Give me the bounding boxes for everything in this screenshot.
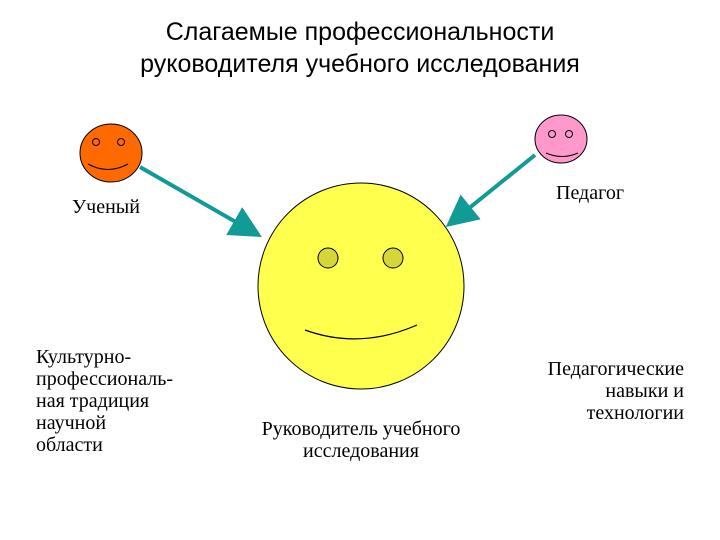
teacher-description-line: навыки и: [605, 380, 684, 402]
leader-label: Руководитель учебного исследования: [236, 418, 486, 462]
scientist-label: Ученый: [72, 196, 140, 218]
teacher-description-line: технологии: [586, 402, 684, 424]
leader-face-icon: [257, 182, 465, 390]
scientist-description-line: ная традиция: [36, 390, 150, 412]
scientist-description-line: области: [36, 434, 103, 456]
scientist-face-icon: [79, 123, 143, 183]
teacher-description: Педагогические навыки и технологии: [490, 358, 684, 424]
leader-label-line: Руководитель учебного: [261, 418, 461, 440]
scientist-description: Культурно- профессиональ- ная традиция н…: [36, 346, 173, 456]
scientist-description-line: Культурно-: [36, 346, 132, 368]
teacher-description-line: Педагогические: [547, 358, 684, 380]
page-title: Слагаемые профессиональности руководител…: [0, 16, 720, 80]
teacher-face-icon: [534, 114, 588, 164]
arrow-teacher-to-leader: [445, 153, 537, 228]
title-line-2: руководителя учебного исследования: [140, 50, 580, 78]
teacher-label: Педагог: [556, 182, 625, 204]
scientist-description-line: научной: [36, 412, 107, 434]
arrow-scientist-to-leader: [139, 165, 262, 237]
scientist-description-line: профессиональ-: [36, 368, 174, 390]
title-line-1: Слагаемые профессиональности: [165, 18, 555, 46]
leader-label-line: исследования: [303, 440, 419, 462]
